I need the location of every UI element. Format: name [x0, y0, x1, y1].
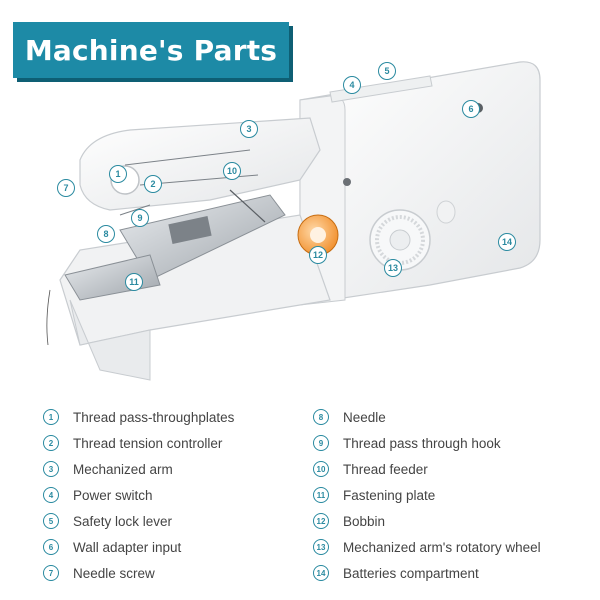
legend-label: Needle screw — [73, 565, 155, 581]
legend-item: 9 Thread pass through hook — [313, 433, 501, 453]
legend-number: 8 — [313, 409, 329, 425]
legend-item: 11 Fastening plate — [313, 485, 435, 505]
legend-label: Thread tension controller — [73, 435, 223, 451]
legend-number: 3 — [43, 461, 59, 477]
legend-item: 8 Needle — [313, 407, 386, 427]
legend-number: 5 — [43, 513, 59, 529]
mechanized-arm — [79, 117, 321, 211]
legend-number: 13 — [313, 539, 329, 555]
switch-plate — [329, 75, 433, 103]
legend-number: 7 — [43, 565, 59, 581]
legend-item: 14 Batteries compartment — [313, 563, 479, 583]
legend-number: 2 — [43, 435, 59, 451]
legend-label: Needle — [343, 409, 386, 425]
legend-label: Wall adapter input — [73, 539, 182, 555]
legend-item: 12 Bobbin — [313, 511, 385, 531]
legend-number: 10 — [313, 461, 329, 477]
callout-10: 10 — [223, 162, 241, 180]
legend-number: 6 — [43, 539, 59, 555]
legend-label: Safety lock lever — [73, 513, 173, 529]
legend-item: 7 Needle screw — [43, 563, 155, 583]
legend-number: 1 — [43, 409, 59, 425]
legend-item: 1 Thread pass-throughplates — [43, 407, 234, 427]
callout-7: 7 — [57, 179, 75, 197]
legend-item: 2 Thread tension controller — [43, 433, 222, 453]
legend-number: 14 — [313, 565, 329, 581]
legend-label: Power switch — [73, 487, 153, 503]
callout-14: 14 — [498, 233, 516, 251]
legend-label: Thread pass-throughplates — [73, 409, 235, 425]
legend-item: 3 Mechanized arm — [43, 459, 173, 479]
callout-9: 9 — [131, 209, 149, 227]
page-title: Machine's Parts — [24, 33, 278, 67]
legend-item: 6 Wall adapter input — [43, 537, 181, 557]
legend-item: 13 Mechanized arm's rotatory wheel — [313, 537, 541, 557]
callout-2: 2 — [144, 175, 162, 193]
legend-item: 10 Thread feeder — [313, 459, 428, 479]
callout-4: 4 — [343, 76, 361, 94]
title-banner: Machine's Parts — [13, 22, 289, 78]
callout-3: 3 — [240, 120, 258, 138]
callout-11: 11 — [125, 273, 143, 291]
legend-label: Mechanized arm's rotatory wheel — [343, 539, 541, 555]
callout-8: 8 — [97, 225, 115, 243]
legend-label: Batteries compartment — [343, 565, 479, 581]
legend-label: Fastening plate — [343, 487, 436, 503]
legend-item: 5 Safety lock lever — [43, 511, 172, 531]
callout-6: 6 — [462, 100, 480, 118]
callout-12: 12 — [309, 246, 327, 264]
machine-body — [299, 61, 541, 301]
legend-number: 9 — [313, 435, 329, 451]
legend-label: Thread feeder — [343, 461, 428, 477]
legend-label: Mechanized arm — [73, 461, 173, 477]
legend-label: Thread pass through hook — [343, 435, 501, 451]
legend-number: 12 — [313, 513, 329, 529]
legend-number: 4 — [43, 487, 59, 503]
callout-1: 1 — [109, 165, 127, 183]
legend-number: 11 — [313, 487, 329, 503]
callout-5: 5 — [378, 62, 396, 80]
callout-13: 13 — [384, 259, 402, 277]
legend-label: Bobbin — [343, 513, 386, 529]
legend-item: 4 Power switch — [43, 485, 153, 505]
